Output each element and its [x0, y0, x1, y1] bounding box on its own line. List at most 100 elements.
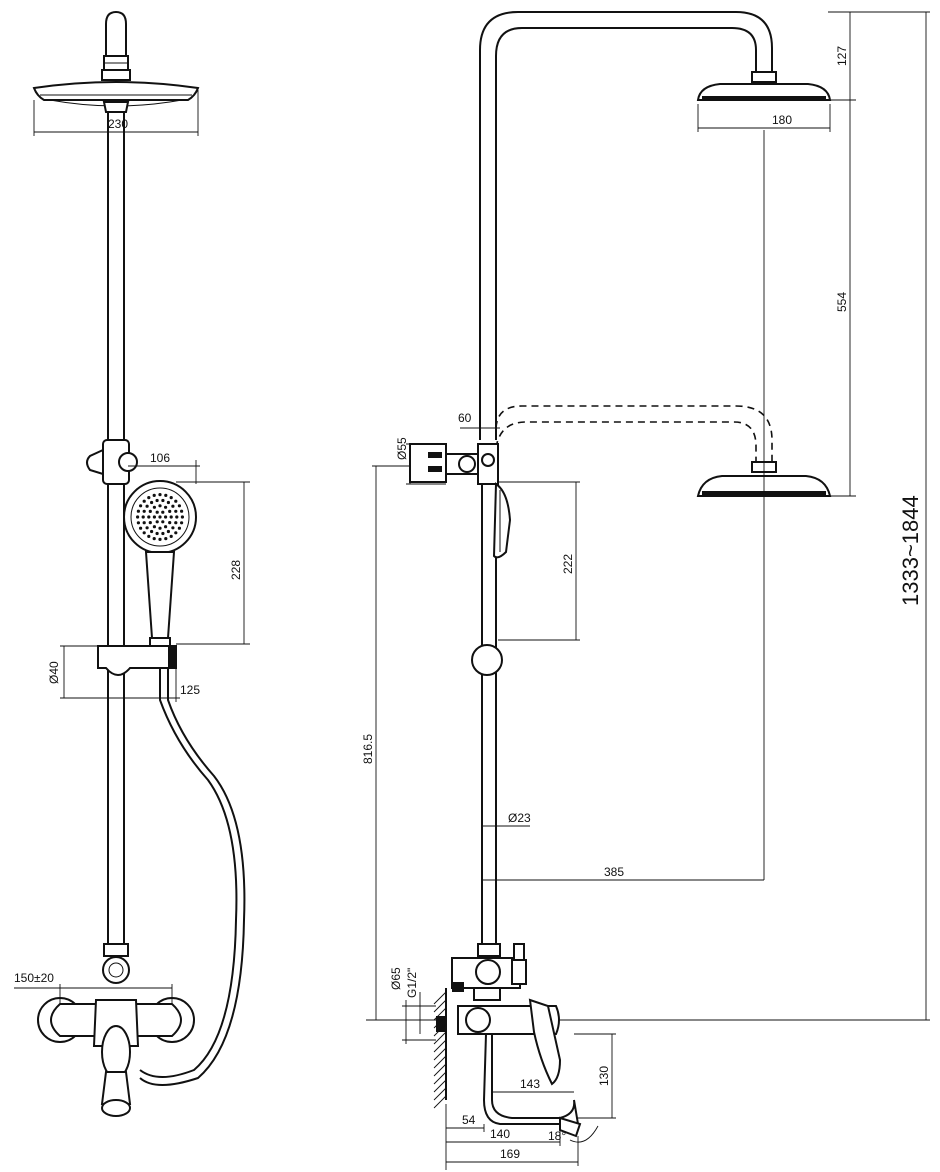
nozzle-dot: [136, 515, 140, 519]
side-head-adjust-label: 554: [835, 292, 849, 312]
hatch-line: [433, 999, 447, 1013]
side-mixer: [436, 943, 582, 1138]
side-wall-bracket: [409, 443, 499, 485]
front-hand-shower: [123, 480, 197, 647]
nozzle-dot: [139, 526, 143, 530]
front-wall-bracket: [86, 439, 138, 485]
nozzle-dot: [180, 515, 184, 519]
side-total-height-label: 816.5: [361, 734, 375, 764]
nozzle-dot: [180, 521, 184, 525]
side-dimension-labels: 127 180 554 60 Ø55 222 816.5 Ø23 385 Ø65…: [361, 46, 923, 1161]
nozzle-dot: [147, 496, 151, 500]
front-holder-depth-label: 125: [180, 683, 200, 697]
side-arm-reach-label: 385: [604, 865, 624, 879]
nozzle-dot: [164, 505, 168, 509]
side-wall-offset-label: 54: [462, 1113, 476, 1127]
side-dimensions: [366, 11, 930, 1170]
nozzle-dot: [158, 493, 162, 497]
nozzle-dot: [174, 521, 178, 525]
nozzle-dot: [147, 515, 151, 519]
nozzle-dot: [142, 509, 146, 513]
front-slide-holder: [97, 645, 177, 676]
nozzle-dot: [169, 496, 173, 500]
nozzle-dot: [175, 515, 179, 519]
side-hand-shower: [492, 482, 512, 559]
nozzle-dot: [158, 515, 162, 519]
side-total-depth-label: 169: [500, 1147, 520, 1161]
side-height-range-label: 1333~1844: [898, 495, 923, 606]
nozzle-dot: [155, 531, 159, 536]
hatch-line: [433, 1039, 447, 1053]
nozzle-dot: [164, 537, 168, 541]
nozzle-dot: [166, 529, 170, 534]
front-hand-length-label: 228: [229, 560, 243, 580]
nozzle-dot: [152, 493, 156, 497]
nozzle-dot: [171, 526, 175, 530]
wall-hatching: [433, 991, 447, 1109]
nozzle-dot: [168, 521, 172, 525]
side-shower-head-upper: [696, 71, 832, 101]
nozzle-dot: [168, 509, 172, 513]
nozzle-dot: [166, 500, 170, 505]
side-body-depth-label: 140: [490, 1127, 510, 1141]
nozzle-dot: [161, 510, 165, 514]
side-thread-label: G1/2": [405, 968, 419, 998]
nozzle-dot: [169, 515, 173, 519]
hatch-line: [433, 1063, 447, 1077]
hatch-line: [433, 991, 447, 1005]
nozzle-dot: [161, 520, 165, 524]
nozzle-dot: [142, 499, 146, 503]
side-view: [409, 11, 832, 1138]
front-top-connector: [101, 10, 131, 81]
side-wall-holder-diameter-label: Ø55: [395, 437, 409, 460]
side-arm-lower-position: [495, 405, 773, 462]
front-dimension-labels: 230 106 228 Ø40 125 150±20: [14, 117, 243, 985]
nozzle-dot: [139, 504, 143, 508]
nozzle-dot: [180, 509, 184, 513]
hatch-line: [433, 1071, 447, 1085]
nozzle-dot: [150, 500, 154, 505]
nozzle-dot: [152, 515, 156, 519]
nozzle-dot: [155, 520, 159, 524]
front-dimensions: [14, 90, 250, 1004]
nozzle-dot: [136, 521, 140, 525]
side-wall-holder-offset-label: 60: [458, 411, 472, 425]
nozzle-dot: [171, 504, 175, 508]
nozzle-dot: [164, 493, 168, 497]
nozzle-dot: [145, 526, 149, 530]
nozzle-dot: [155, 498, 159, 503]
side-head-diameter-label: 180: [772, 113, 792, 127]
nozzle-dot: [174, 499, 178, 503]
nozzle-dot: [148, 521, 152, 525]
nozzle-dot: [152, 505, 156, 509]
hand-shower-nozzles: [136, 493, 184, 542]
front-hand-offset-label: 106: [150, 451, 170, 465]
hatch-line: [433, 1023, 447, 1037]
nozzle-dot: [147, 534, 151, 539]
nozzle-dot: [152, 525, 156, 529]
nozzle-dot: [158, 537, 162, 542]
hatch-line: [433, 1095, 447, 1109]
front-view: [32, 10, 246, 1117]
nozzle-dot: [158, 504, 162, 508]
side-escutcheon-diameter-label: Ø65: [389, 967, 403, 990]
nozzle-dot: [152, 537, 156, 541]
nozzle-dot: [150, 529, 154, 534]
nozzle-dot: [155, 510, 159, 514]
nozzle-dot: [164, 515, 168, 519]
nozzle-dot: [148, 509, 152, 513]
side-head-height-label: 127: [835, 46, 849, 66]
side-spout-height-label: 130: [597, 1066, 611, 1086]
nozzle-dot: [169, 534, 173, 539]
side-hand-length-label: 222: [561, 554, 575, 574]
side-holder-knob: [471, 644, 503, 676]
nozzle-dot: [177, 526, 181, 530]
side-spout-angle-label: 18°: [548, 1129, 566, 1143]
hatch-line: [433, 1055, 447, 1069]
front-mixer-spacing-label: 150±20: [14, 971, 54, 985]
hatch-line: [433, 1047, 447, 1061]
front-head-width-label: 230: [108, 117, 128, 131]
nozzle-dot: [136, 509, 140, 513]
nozzle-dot: [161, 498, 165, 503]
